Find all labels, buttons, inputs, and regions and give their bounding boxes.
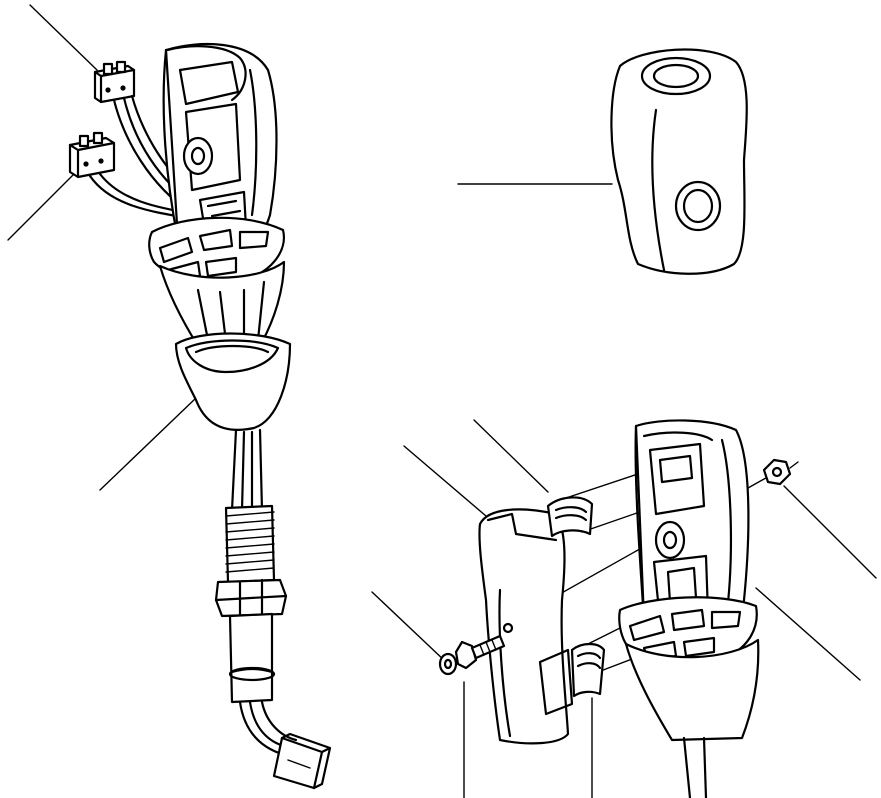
washer (438, 652, 458, 676)
leader-line-grip-boot (99, 397, 197, 491)
nut (762, 458, 799, 486)
leader-line-grip-housing-open (755, 587, 861, 681)
switch-clip-lower (570, 642, 606, 698)
grip-neck (158, 260, 286, 348)
grip-housing (162, 42, 278, 264)
joystick-lever-assembly (7, 4, 332, 790)
exploded-grip-assembly (371, 419, 877, 798)
button-cap (457, 48, 748, 275)
leader-line-connector-upper (29, 4, 98, 71)
grip-boot (174, 332, 292, 431)
leader-line-washer (371, 591, 447, 663)
connector-lower (68, 131, 116, 179)
leader-line-switch-clip-upper (473, 419, 549, 493)
grip-half-shell (478, 508, 574, 745)
leader-line-grip-half-shell (403, 445, 487, 517)
grip-housing-open (634, 419, 750, 648)
grip-flange-lower (618, 596, 760, 798)
screw (454, 634, 506, 670)
connector-upper (93, 60, 136, 104)
cable-harness (214, 428, 332, 790)
switch-clip-upper (546, 496, 594, 538)
leader-line-connector-lower (7, 171, 77, 241)
leader-line-nut (783, 485, 877, 579)
